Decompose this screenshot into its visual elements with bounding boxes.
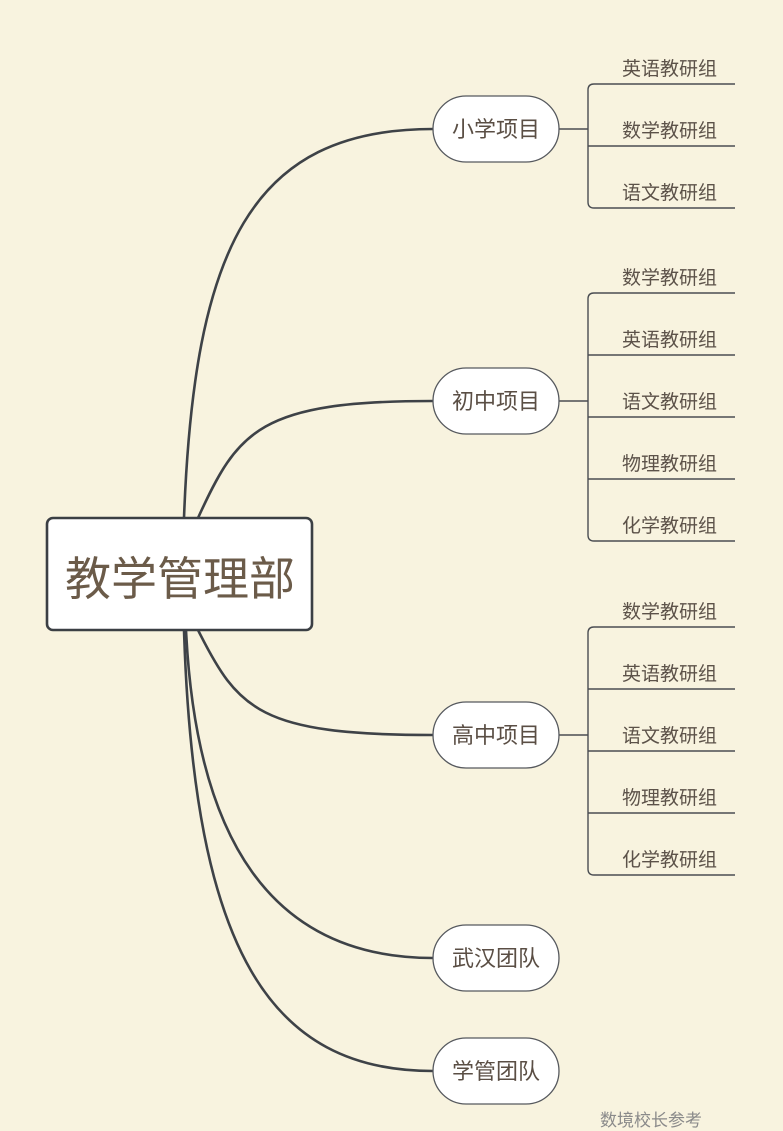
leaf-node-label[interactable]: 语文教研组	[622, 725, 717, 747]
leaf-node-label[interactable]: 英语教研组	[622, 663, 717, 685]
branch-node[interactable]: 小学项目	[432, 95, 560, 163]
branch-node-label: 高中项目	[452, 724, 540, 749]
branch-node[interactable]: 初中项目	[432, 367, 560, 435]
leaf-node-label[interactable]: 物理教研组	[622, 453, 717, 475]
root-node[interactable]: 教学管理部	[45, 516, 314, 632]
branch-connector	[182, 127, 435, 520]
watermark-text: 数境校长参考	[600, 1111, 702, 1131]
branch-node-pill	[432, 1037, 560, 1105]
leaf-node-label[interactable]: 语文教研组	[622, 182, 717, 204]
branch-node-pill	[432, 95, 560, 163]
leaf-node-label[interactable]: 语文教研组	[622, 391, 717, 413]
branch-node-label: 学管团队	[452, 1060, 540, 1085]
leaf-node-label[interactable]: 化学教研组	[622, 849, 717, 871]
branch-node-label: 初中项目	[452, 390, 540, 415]
branch-node[interactable]: 学管团队	[432, 1037, 560, 1105]
branch-connector	[196, 628, 435, 737]
branch-node-label: 武汉团队	[452, 947, 540, 972]
leaf-node-label[interactable]: 英语教研组	[622, 329, 717, 351]
root-node-label: 教学管理部	[65, 552, 295, 606]
branch-node-pill	[432, 367, 560, 435]
connector-lines	[182, 83, 735, 1073]
branch-connector	[184, 628, 435, 960]
branch-connector	[196, 399, 435, 520]
branch-node[interactable]: 武汉团队	[432, 924, 560, 992]
leaf-node-label[interactable]: 物理教研组	[622, 787, 717, 809]
branch-node-pill	[432, 924, 560, 992]
root-node-box	[45, 516, 314, 632]
leaf-node-label[interactable]: 英语教研组	[622, 58, 717, 80]
branch-node[interactable]: 高中项目	[432, 701, 560, 769]
branch-node-label: 小学项目	[452, 118, 540, 143]
branch-node-pill	[432, 701, 560, 769]
leaf-node-label[interactable]: 数学教研组	[622, 120, 717, 142]
leaf-node-label[interactable]: 数学教研组	[622, 601, 717, 623]
leaf-node-label[interactable]: 化学教研组	[622, 515, 717, 537]
branch-connector	[182, 628, 435, 1073]
branch-nodes: 小学项目英语教研组数学教研组语文教研组初中项目数学教研组英语教研组语文教研组物理…	[432, 58, 717, 1105]
leaf-node-label[interactable]: 数学教研组	[622, 267, 717, 289]
